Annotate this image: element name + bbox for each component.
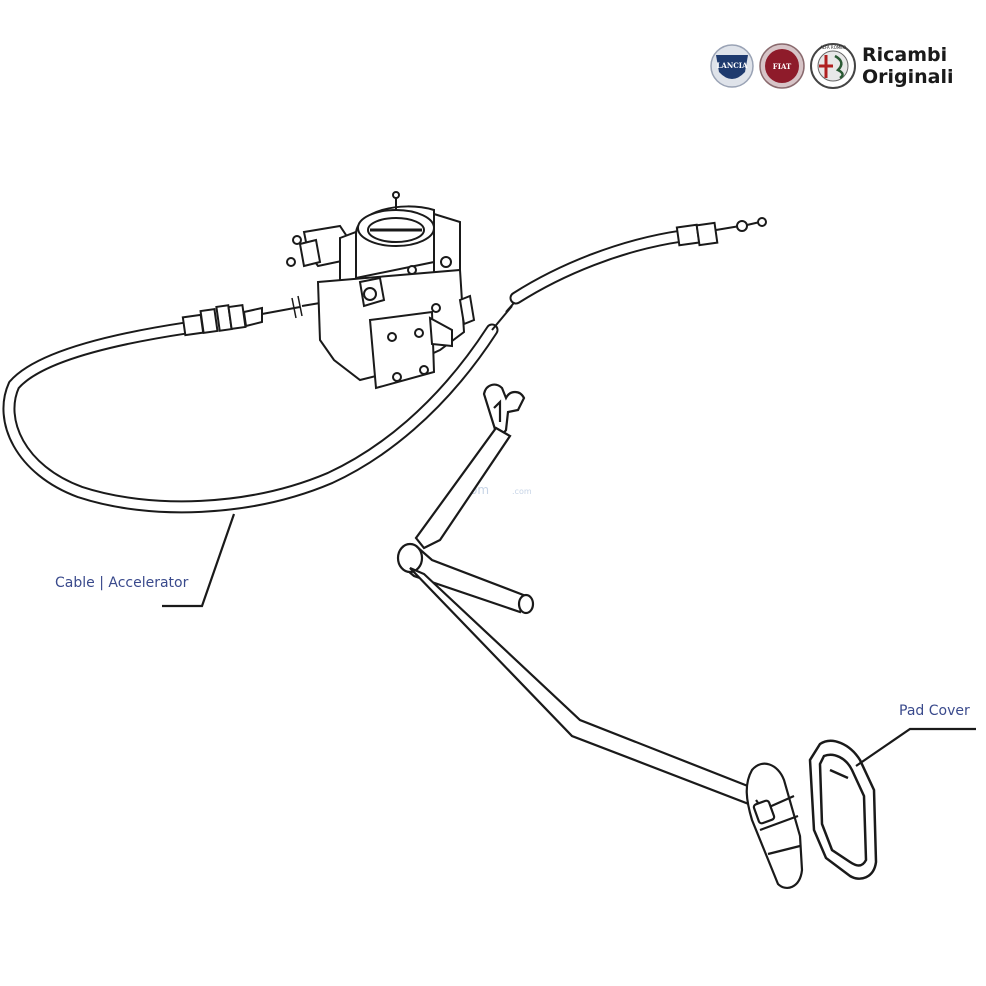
alfa-logo-text: ALFA ROMEO [820, 45, 846, 50]
lancia-logo-text: LANCIA [716, 61, 748, 70]
brand-line1: Ricambi [862, 44, 947, 66]
fiat-logo-icon: FIAT [759, 43, 805, 89]
callout-pad: Pad Cover [855, 703, 976, 767]
watermark-suffix: .com [512, 487, 532, 496]
callout-cable-label: Cable | Accelerator [55, 575, 189, 591]
alfa-romeo-logo-icon: ALFA ROMEO [810, 43, 856, 89]
brand-line2: Originali [862, 66, 954, 88]
pad-cover [808, 739, 878, 880]
pedal-linkage [396, 383, 804, 889]
brand-logos: LANCIA FIAT ALFA ROMEO Ricambi Originali [710, 43, 954, 89]
callout-cable: Cable | Accelerator [55, 513, 236, 608]
fiat-logo-text: FIAT [773, 62, 792, 71]
lancia-logo-icon: LANCIA [710, 44, 754, 88]
callout-pad-label: Pad Cover [899, 703, 970, 719]
cable-right-sheath [509, 229, 689, 305]
carburetor [286, 191, 476, 390]
